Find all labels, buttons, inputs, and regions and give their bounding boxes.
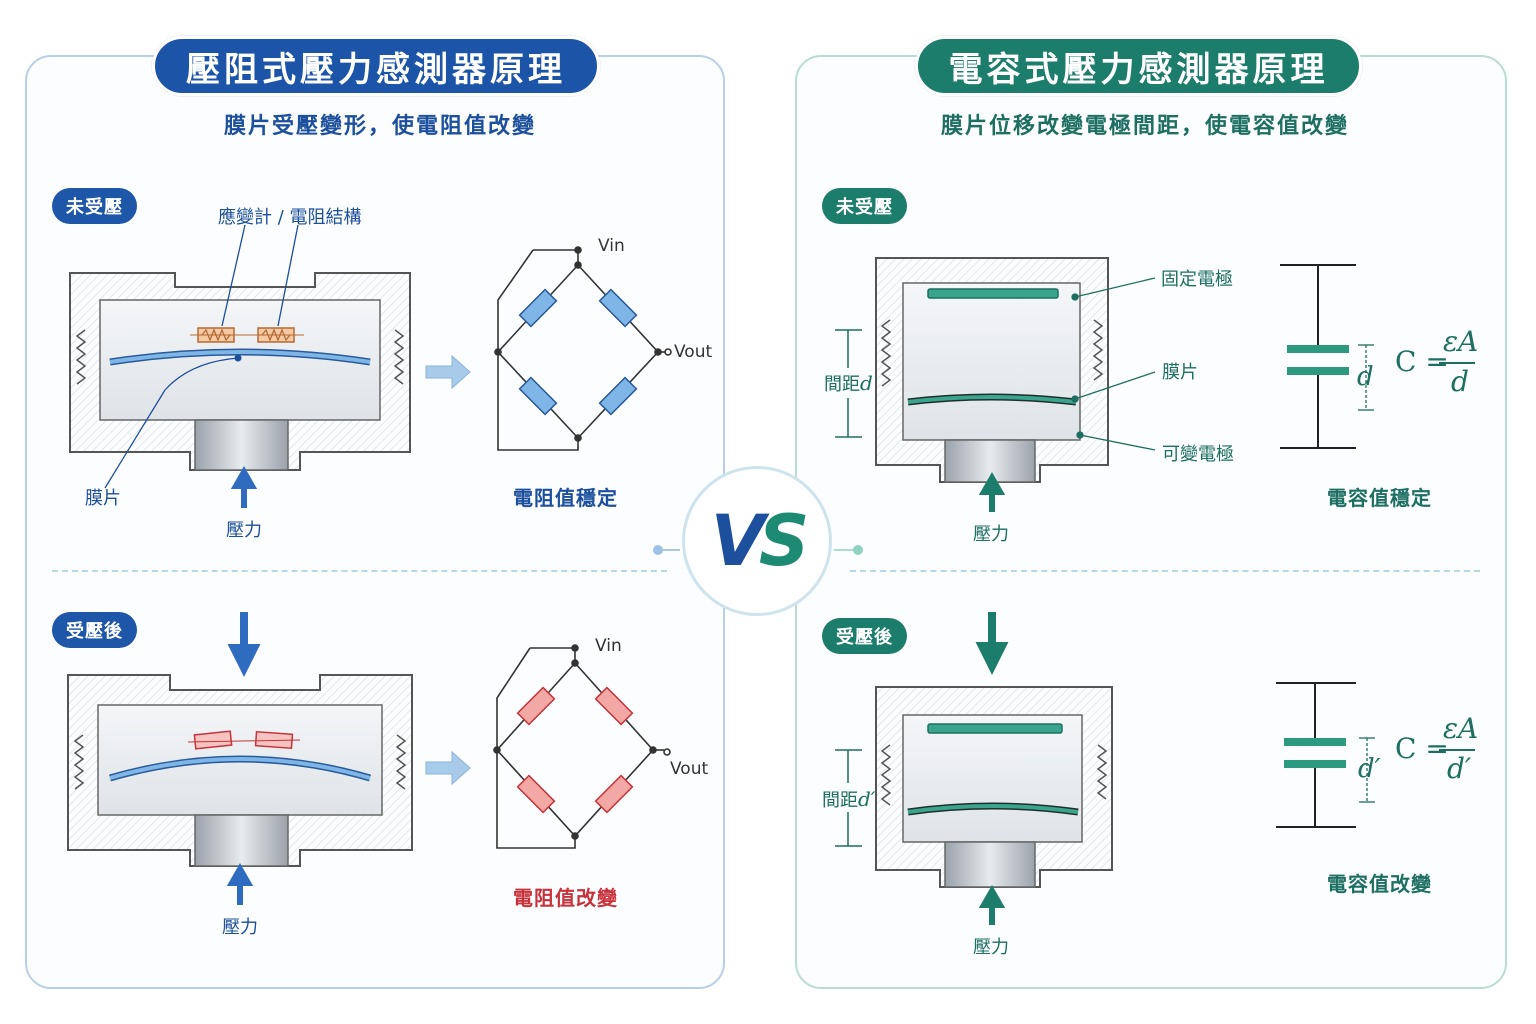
gap-dimension-top	[835, 329, 862, 438]
capacitance-formula-bottom: C = εA d′	[1395, 712, 1485, 792]
right-divider	[850, 570, 1480, 572]
vs-connectors	[653, 545, 863, 555]
resistance-changed-label: 電阻值改變	[513, 886, 618, 910]
strain-gauge-label: 應變計 / 電阻結構	[218, 207, 362, 228]
bridge-resistors-top	[518, 288, 638, 416]
variable-electrode-label: 可變電極	[1162, 444, 1234, 465]
gap-dimension-bottom	[835, 749, 862, 847]
vin-label-top: Vin	[598, 236, 625, 256]
vs-text: VS	[710, 500, 810, 582]
cap-diaphragm-label: 膜片	[1162, 362, 1198, 383]
cap-dim-symbol-top: d	[1357, 362, 1374, 392]
strain-gauge-resistors-bottom	[187, 730, 301, 750]
cap-diaphragm-top	[907, 393, 1077, 406]
pressure-arrow-left-top	[230, 465, 258, 508]
formula-fraction-bar-bottom	[1439, 749, 1475, 751]
capacitor-symbol-top	[1280, 264, 1374, 449]
capacitive-title: 電容式壓力感測器原理	[915, 36, 1362, 96]
formula-fraction-bar-top	[1439, 362, 1475, 364]
cap-housing-bottom	[875, 686, 1113, 888]
piezo-state-unpressured: 未受壓	[52, 188, 137, 224]
strain-gauge-resistors-top	[190, 327, 304, 343]
capacitance-stable-label: 電容值穩定	[1327, 486, 1432, 510]
fixed-electrode-bottom	[927, 723, 1063, 734]
resistance-stable-label: 電阻值穩定	[513, 486, 618, 510]
fixed-electrode-top	[927, 288, 1059, 299]
left-divider	[52, 570, 667, 572]
piezoresistive-title: 壓阻式壓力感測器原理	[152, 36, 600, 96]
piezo-housing-top	[69, 272, 411, 471]
formula-lhs-bottom: C =	[1395, 732, 1449, 765]
piezo-leader-lines-top	[104, 224, 299, 489]
cap-pressure-label-bottom: 壓力	[973, 937, 1009, 958]
cap-state-pressured: 受壓後	[822, 618, 907, 654]
piezo-diaphragm-top	[109, 348, 371, 366]
flow-arrow-left-bottom	[425, 750, 471, 786]
wheatstone-bridge-top	[494, 246, 672, 451]
cap-pressure-label-top: 壓力	[973, 524, 1009, 545]
cap-diaphragm-bottom	[907, 802, 1079, 816]
cap-dim-symbol-bottom: d′	[1358, 754, 1381, 784]
formula-denominator-top: d	[1451, 365, 1469, 398]
capacitor-symbol-bottom	[1276, 682, 1375, 828]
pressure-arrow-left-down	[227, 612, 261, 677]
wheatstone-bridge-bottom	[493, 644, 671, 849]
formula-denominator-bottom: d′	[1447, 752, 1472, 785]
piezo-pressure-label-top: 壓力	[226, 520, 262, 541]
piezoresistive-subtitle: 膜片受壓變形，使電阻值改變	[223, 114, 536, 139]
pressure-arrow-right-bottom	[978, 884, 1006, 925]
piezo-diaphragm-bottom	[109, 755, 371, 782]
piezo-state-pressured: 受壓後	[52, 612, 137, 648]
vout-label-bottom: Vout	[670, 759, 709, 779]
pressure-arrow-right-down	[975, 612, 1009, 675]
formula-numerator-top: εA	[1443, 325, 1479, 358]
capacitive-subtitle: 膜片位移改變電極間距，使電容值改變	[940, 114, 1349, 139]
capacitance-changed-label: 電容值改變	[1327, 872, 1432, 896]
vout-label-top: Vout	[674, 342, 713, 362]
piezo-diaphragm-label: 膜片	[85, 488, 121, 509]
pressure-arrow-left-bottom	[226, 862, 254, 905]
capacitance-formula-top: C = εA d	[1395, 325, 1485, 405]
pressure-arrow-right-top	[978, 471, 1006, 512]
piezo-housing-bottom	[67, 674, 413, 867]
gap-label-bottom: 間距d′	[822, 787, 876, 811]
flow-arrow-left-top	[425, 354, 471, 390]
cap-leader-lines-top	[1071, 277, 1156, 451]
vin-label-bottom: Vin	[595, 636, 622, 656]
piezo-pressure-label-bottom: 壓力	[222, 917, 258, 938]
vs-badge: VS	[682, 466, 832, 616]
formula-lhs-top: C =	[1395, 345, 1449, 378]
formula-numerator-bottom: εA	[1443, 712, 1479, 745]
gap-label-top: 間距d	[824, 371, 873, 395]
bridge-resistors-bottom	[516, 686, 634, 814]
cap-state-unpressured: 未受壓	[822, 188, 907, 224]
fixed-electrode-label: 固定電極	[1161, 269, 1233, 290]
